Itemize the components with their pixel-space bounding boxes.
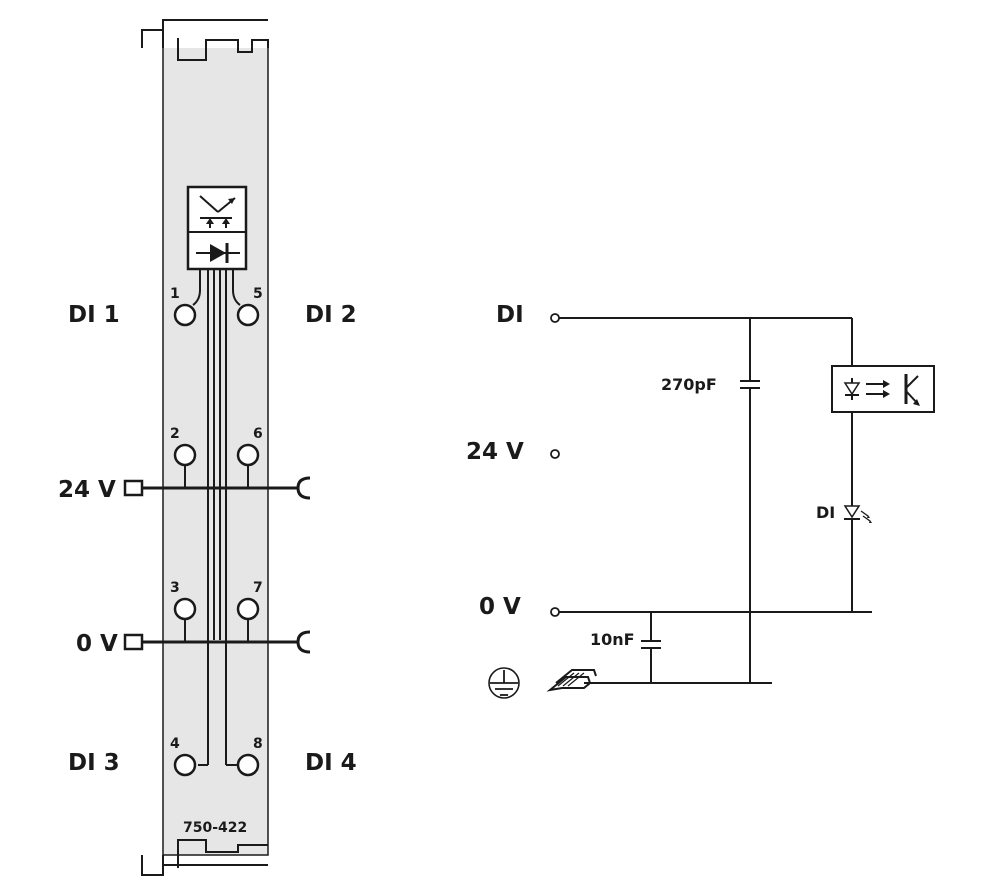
internal-wiring — [184, 269, 249, 766]
capacitor-270pf-label: 270pF — [661, 375, 717, 394]
status-led-icon — [843, 505, 861, 519]
diode-icon — [196, 243, 240, 263]
label-0v: 0 V — [76, 631, 118, 657]
schematic-label-0v: 0 V — [479, 594, 521, 620]
schematic-label-di: DI — [496, 302, 524, 328]
phototransistor-icon — [199, 195, 236, 228]
led-block — [186, 185, 248, 271]
label-di3: DI 3 — [68, 750, 120, 776]
status-led — [843, 500, 872, 612]
terminal-2[interactable] — [173, 443, 197, 467]
node-24v — [550, 449, 560, 459]
terminal-1[interactable] — [173, 303, 197, 327]
contact-24v-right — [296, 476, 311, 500]
node-0v — [550, 607, 560, 617]
terminal-number-1: 1 — [170, 286, 180, 302]
schematic-label-24v: 24 V — [466, 439, 524, 465]
capacitor-270pf — [740, 318, 760, 683]
led-block-frame — [186, 185, 248, 271]
terminal-number-2: 2 — [170, 426, 180, 442]
top-latch — [141, 19, 269, 61]
contact-0v-left — [123, 633, 144, 651]
label-24v: 24 V — [58, 477, 116, 503]
terminal-number-6: 6 — [253, 426, 263, 442]
io-module: 1 5 2 6 3 7 4 8 DI 1 DI 2 24 V 0 V DI 3 … — [58, 19, 357, 876]
contact-0v-right — [296, 630, 311, 654]
label-di1: DI 1 — [68, 302, 120, 328]
din-rail-icon — [546, 669, 597, 692]
terminal-number-3: 3 — [170, 580, 180, 596]
contact-24v-left — [123, 479, 144, 497]
optocoupler-led-icon — [843, 378, 861, 400]
terminal-6[interactable] — [236, 443, 260, 467]
bus-24v — [123, 476, 311, 500]
capacitor-10nf — [641, 612, 661, 683]
terminal-number-7: 7 — [253, 580, 263, 596]
terminal-3[interactable] — [173, 597, 197, 621]
node-di — [550, 313, 560, 323]
part-number: 750-422 — [183, 820, 247, 836]
light-rays-icon — [860, 510, 872, 523]
protective-earth-icon — [488, 667, 520, 699]
capacitor-10nf-label: 10nF — [590, 630, 635, 649]
bus-0v — [123, 630, 311, 654]
bottom-latch — [141, 839, 268, 876]
optocoupler-arrows-icon — [866, 380, 890, 398]
label-di2: DI 2 — [305, 302, 357, 328]
status-led-label: DI — [816, 503, 835, 522]
terminal-number-8: 8 — [253, 736, 263, 752]
terminal-5[interactable] — [236, 303, 260, 327]
terminal-8[interactable] — [236, 753, 260, 777]
optocoupler-transistor-icon — [904, 374, 920, 406]
terminal-number-4: 4 — [170, 736, 180, 752]
terminal-7[interactable] — [236, 597, 260, 621]
optocoupler — [831, 318, 935, 500]
terminal-4[interactable] — [173, 753, 197, 777]
terminals — [173, 303, 260, 777]
input-schematic: DI 24 V 0 V 270pF 10nF DI — [466, 302, 935, 699]
terminal-number-5: 5 — [253, 286, 263, 302]
label-di4: DI 4 — [305, 750, 357, 776]
